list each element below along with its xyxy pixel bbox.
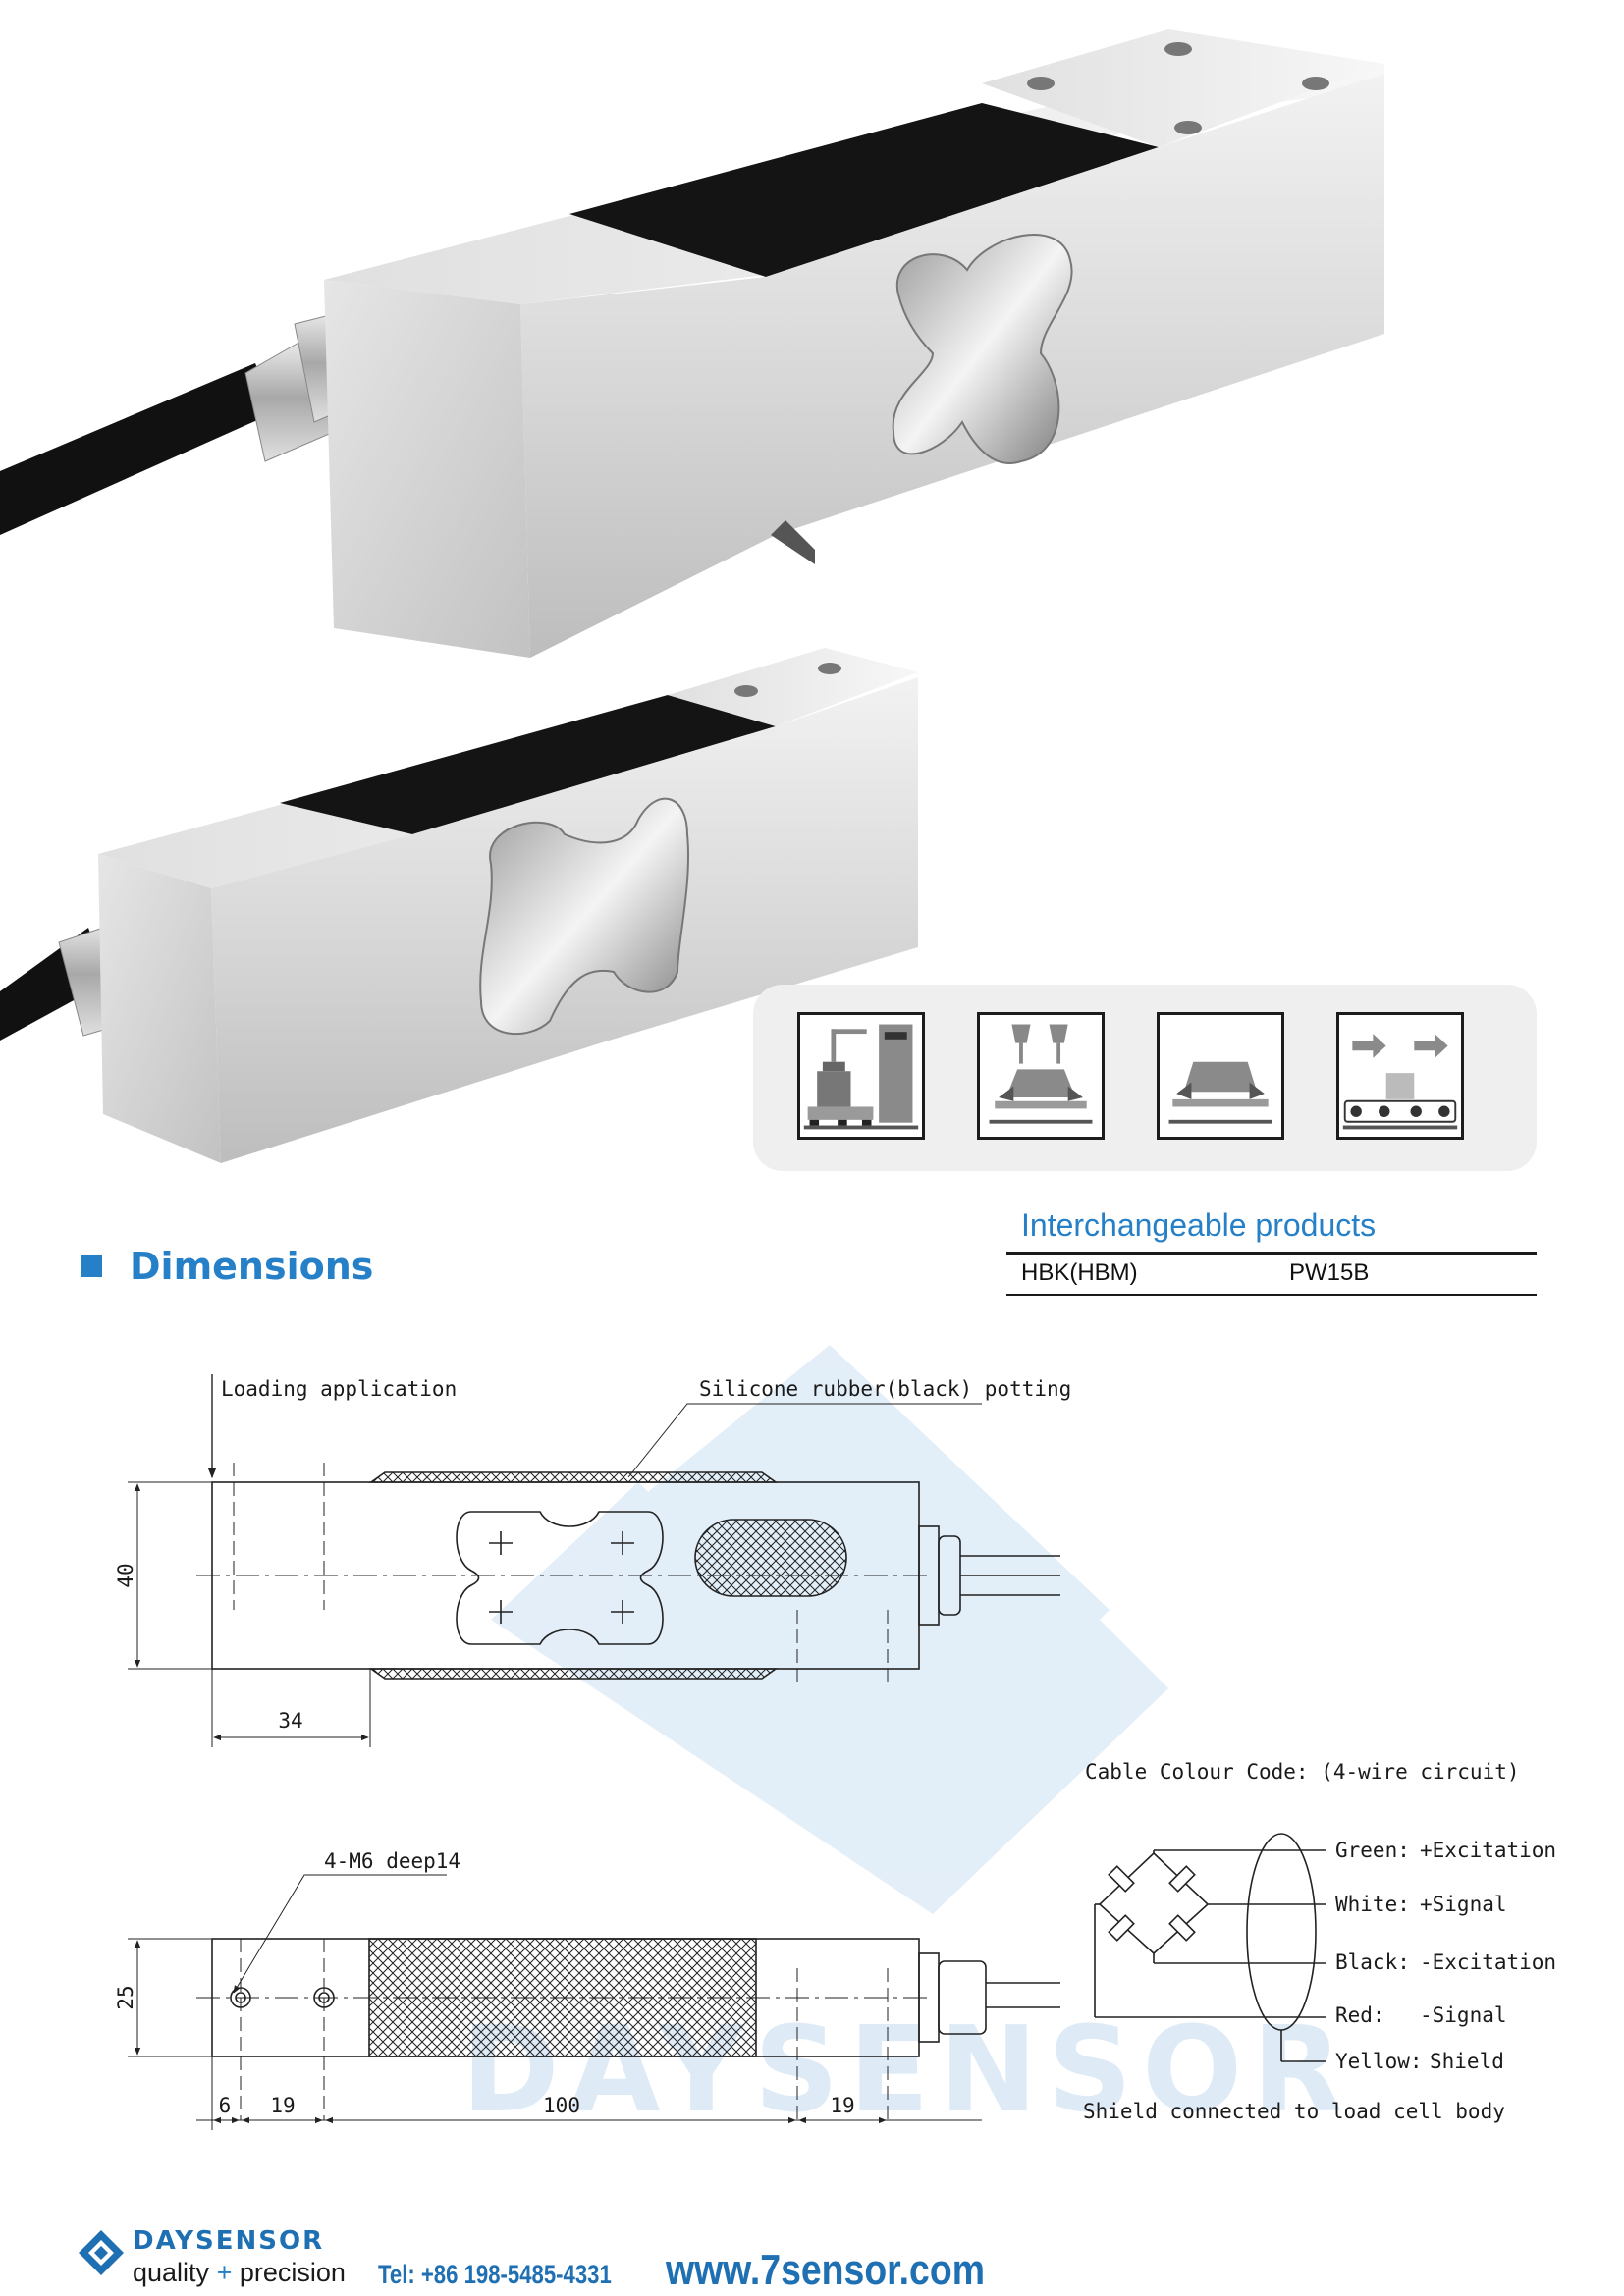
interchangeable-title: Interchangeable products	[1021, 1207, 1377, 1243]
dimension-34: 34	[278, 1709, 302, 1733]
dimension-19-right: 19	[830, 2094, 854, 2117]
footer-tagline: quality + precision	[133, 2258, 346, 2288]
footer-telephone: Tel: +86 198-5485-4331	[378, 2260, 612, 2289]
applications-panel	[753, 985, 1537, 1171]
dimension-19-left: 19	[270, 2094, 295, 2117]
cable-color-0: Green:	[1335, 1839, 1410, 1862]
conveyor-weighing-icon	[1336, 1012, 1464, 1140]
cable-signal-3: -Signal	[1420, 2003, 1507, 2027]
tagline-plus: +	[216, 2258, 233, 2287]
bridge-circuit	[1094, 1833, 1326, 2062]
cable-code-list: Green: +Excitation White: +Signal Black:…	[1335, 1839, 1556, 2073]
load-cell-photo-top	[0, 29, 1384, 658]
dimension-100: 100	[543, 2094, 580, 2117]
dimension-drawing: DAYSENSOR	[114, 1345, 1556, 2139]
thread-label: 4-M6 deep14	[324, 1849, 460, 1873]
dimension-6: 6	[219, 2094, 232, 2117]
loading-application-label: Loading application	[221, 1377, 457, 1401]
table-rule-bottom	[1006, 1294, 1537, 1296]
side-view	[128, 1874, 1060, 2130]
platform-scale-icon	[797, 1012, 925, 1140]
cable-signal-1: +Signal	[1420, 1893, 1507, 1916]
cable-color-2: Black:	[1335, 1950, 1410, 1974]
top-view	[128, 1374, 1060, 1747]
dimensions-heading: Dimensions	[81, 1242, 373, 1291]
cable-color-4: Yellow:	[1335, 2050, 1423, 2073]
load-cell-photo-bottom	[0, 648, 918, 1163]
interchangeable-brand: HBK(HBM)	[1021, 1259, 1138, 1286]
height-side-dimension: 25	[114, 1985, 137, 2009]
tagline-quality: quality	[133, 2258, 210, 2287]
cable-signal-0: +Excitation	[1420, 1839, 1556, 1862]
cable-color-3: Red:	[1335, 2003, 1385, 2027]
height-top-dimension: 40	[114, 1563, 137, 1587]
shield-note: Shield connected to load cell body	[1083, 2100, 1505, 2123]
interchangeable-model: PW15B	[1289, 1259, 1370, 1286]
cable-code-title: Cable Colour Code: (4-wire circuit)	[1085, 1760, 1520, 1784]
cable-color-1: White:	[1335, 1893, 1410, 1916]
tagline-precision: precision	[239, 2258, 346, 2287]
cable-signal-2: -Excitation	[1420, 1950, 1556, 1974]
footer-brand: DAYSENSOR	[133, 2226, 325, 2256]
hopper-filling-icon	[977, 1012, 1105, 1140]
dimensions-title: Dimensions	[130, 1245, 374, 1288]
product-photos	[0, 29, 1384, 1163]
hopper-scale-icon	[1157, 1012, 1284, 1140]
cable-signal-4: Shield	[1430, 2050, 1504, 2073]
heading-bullet-icon	[81, 1255, 102, 1277]
daysensor-watermark: DAYSENSOR	[461, 1345, 1343, 2139]
footer-website-link[interactable]: www.7sensor.com	[666, 2246, 985, 2294]
daysensor-logo-icon	[79, 2230, 124, 2275]
table-rule-top	[1006, 1252, 1537, 1255]
potting-label: Silicone rubber(black) potting	[699, 1377, 1071, 1401]
